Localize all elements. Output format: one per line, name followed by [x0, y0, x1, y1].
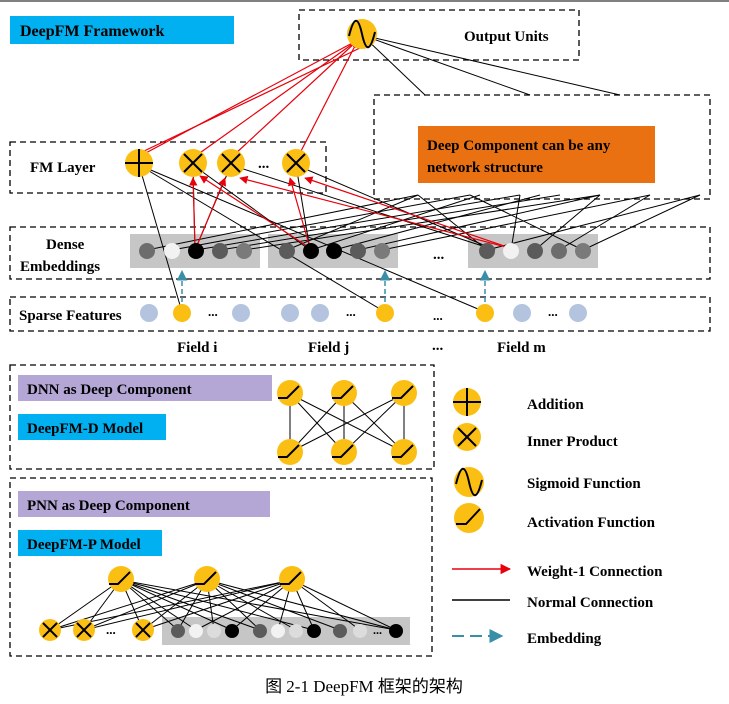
- deep-component-panel: [418, 126, 655, 183]
- output-units-label: Output Units: [464, 29, 549, 45]
- legend-activation: Activation Function: [527, 515, 656, 531]
- dense-label-1: Dense: [46, 237, 85, 253]
- pnn-tag: [18, 491, 270, 517]
- pnn-dense-nodes: [171, 624, 403, 638]
- sparse-features-label: Sparse Features: [19, 308, 122, 324]
- pnn-model-label: DeepFM-P Model: [27, 537, 141, 553]
- addition-icon: [453, 388, 481, 416]
- legend-weight1: Weight-1 Connection: [527, 564, 663, 580]
- dense-nodes-i: [139, 243, 252, 259]
- fm-layer-box: [9, 141, 327, 194]
- legend-embedding: Embedding: [527, 631, 602, 647]
- sparse-ellipsis-3: ...: [433, 308, 443, 323]
- legend-sigmoid: Sigmoid Function: [527, 476, 641, 492]
- pnn-tag-label: PNN as Deep Component: [27, 498, 190, 514]
- fm-inner-product-node-2: [217, 149, 245, 177]
- dnn-tag-label: DNN as Deep Component: [27, 382, 192, 398]
- pnn-activation-nodes: [108, 566, 305, 592]
- output-sigmoid-node: [347, 19, 377, 49]
- deep-fanin-links: [146, 194, 701, 251]
- legend-normal: Normal Connection: [527, 595, 654, 611]
- dense-nodes-m: [479, 243, 591, 259]
- dnn-box: [9, 364, 435, 470]
- weight1-links: [141, 39, 511, 249]
- pnn-links: [49, 579, 397, 631]
- field-i-label: Field i: [177, 340, 217, 356]
- legend-inner-product: Inner Product: [527, 434, 618, 450]
- pnn-ellipsis-2: ...: [373, 623, 382, 637]
- legend-addition: Addition: [527, 397, 584, 413]
- dense-nodes-j: [279, 243, 390, 259]
- embedding-arrows: [176, 269, 491, 302]
- dnn-model-tag: [18, 414, 166, 440]
- fm-ellipsis: ...: [258, 156, 270, 172]
- pnn-inner-product-nodes: [39, 619, 154, 641]
- pnn-embedding-panel: [162, 617, 410, 645]
- inner-product-icon: [453, 423, 481, 451]
- dnn-activation-nodes: [277, 380, 417, 465]
- dense-ellipsis: ...: [433, 247, 445, 263]
- fm-inner-product-node-1: [179, 149, 207, 177]
- deep-component-line1: Deep Component can be any: [427, 138, 611, 154]
- framework-label: DeepFM Framework: [20, 23, 164, 40]
- dnn-tag: [18, 375, 272, 401]
- pnn-box: [9, 477, 433, 657]
- fm-addition-node: [125, 149, 153, 177]
- sparse-nodes: [140, 304, 587, 322]
- pnn-ellipsis-1: ...: [106, 622, 116, 637]
- field-m-label: Field m: [497, 340, 546, 356]
- sparse-ellipsis-2: ...: [346, 304, 356, 319]
- sigmoid-icon: [454, 467, 484, 497]
- pnn-model-tag: [18, 530, 162, 556]
- dense-label-2: Embeddings: [20, 259, 100, 275]
- field-j-label: Field j: [308, 340, 349, 356]
- sparse-ellipsis-1: ...: [208, 304, 218, 319]
- framework-tag: [10, 16, 234, 44]
- field-ellipsis: ...: [432, 338, 444, 354]
- output-links: [361, 34, 621, 96]
- deep-component-line2: network structure: [427, 160, 543, 176]
- output-units-box: [298, 9, 580, 61]
- fm-inner-product-node-3: [282, 149, 310, 177]
- figure-caption: 图 2-1 DeepFM 框架的架构: [265, 677, 463, 696]
- dnn-model-label: DeepFM-D Model: [27, 421, 143, 437]
- activation-icon: [454, 503, 484, 533]
- legend: Addition Inner Product Sigmoid Function …: [452, 388, 663, 647]
- sparse-ellipsis-4: ...: [548, 304, 558, 319]
- fm-layer-label: FM Layer: [30, 160, 96, 176]
